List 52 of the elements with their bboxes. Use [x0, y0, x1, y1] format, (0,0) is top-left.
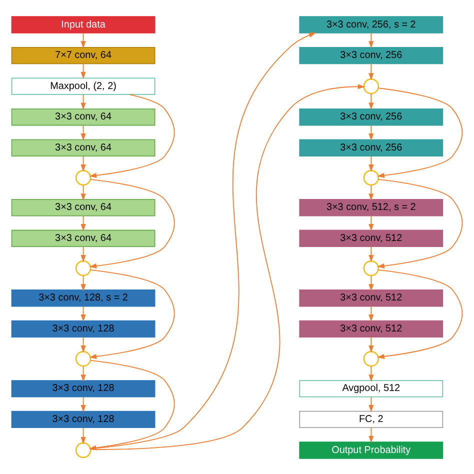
- arrow: [368, 184, 374, 200]
- node-circle: [363, 78, 380, 94]
- node-circle: [363, 260, 380, 276]
- node-circle: [75, 350, 92, 366]
- node-box: 3×3 conv, 128: [11, 380, 156, 397]
- node-circle: [75, 169, 92, 186]
- arrow: [377, 87, 463, 178]
- node-box: 3×3 conv, 128, s = 2: [11, 289, 156, 306]
- arrow: [368, 155, 374, 172]
- node-box: 7×7 conv, 64: [11, 46, 156, 64]
- node-box: 3×3 conv, 512, s = 2: [299, 198, 444, 216]
- node-circle: [363, 350, 380, 366]
- node-box: Avgpool, 512: [299, 380, 444, 397]
- node-box: 3×3 conv, 512: [299, 320, 444, 338]
- arrow: [368, 274, 374, 291]
- arrow: [90, 32, 316, 449]
- arrow: [368, 214, 374, 231]
- arrow: [368, 92, 374, 110]
- node-circle: [75, 260, 92, 276]
- node-box: FC, 2: [299, 410, 444, 428]
- arrow: [368, 305, 374, 322]
- node-box: Input data: [11, 16, 156, 33]
- node-box: 3×3 conv, 128: [11, 410, 156, 428]
- node-circle: [363, 169, 380, 186]
- node-box: 3×3 conv, 512: [299, 289, 444, 306]
- arrow: [368, 426, 374, 443]
- node-box: 3×3 conv, 256, s = 2: [299, 16, 444, 33]
- node-box: Maxpool, (2, 2): [11, 77, 156, 94]
- node-box: 3×3 conv, 128: [11, 320, 156, 338]
- arrow: [89, 178, 175, 268]
- node-box: 3×3 conv, 64: [11, 229, 156, 246]
- node-circle: [75, 442, 92, 458]
- arrow: [368, 396, 374, 412]
- arrow: [368, 32, 374, 48]
- arrow: [377, 268, 463, 358]
- node-box: 3×3 conv, 64: [11, 198, 156, 216]
- arrow: [368, 336, 374, 352]
- arrow: [90, 84, 366, 450]
- arrow: [368, 62, 374, 80]
- arrow: [368, 246, 374, 262]
- arrow: [80, 426, 86, 444]
- node-box: 3×3 conv, 256: [299, 108, 444, 126]
- node-box: 3×3 conv, 64: [11, 108, 156, 126]
- node-box: 3×3 conv, 256: [299, 46, 444, 64]
- arrow: [368, 365, 374, 382]
- arrow: [377, 178, 463, 268]
- node-box: 3×3 conv, 256: [299, 138, 444, 156]
- arrow: [368, 124, 374, 140]
- node-box: 3×3 conv, 64: [11, 138, 156, 156]
- node-box: Output Probability: [299, 441, 444, 458]
- arrow: [89, 268, 175, 358]
- node-box: 3×3 conv, 512: [299, 229, 444, 246]
